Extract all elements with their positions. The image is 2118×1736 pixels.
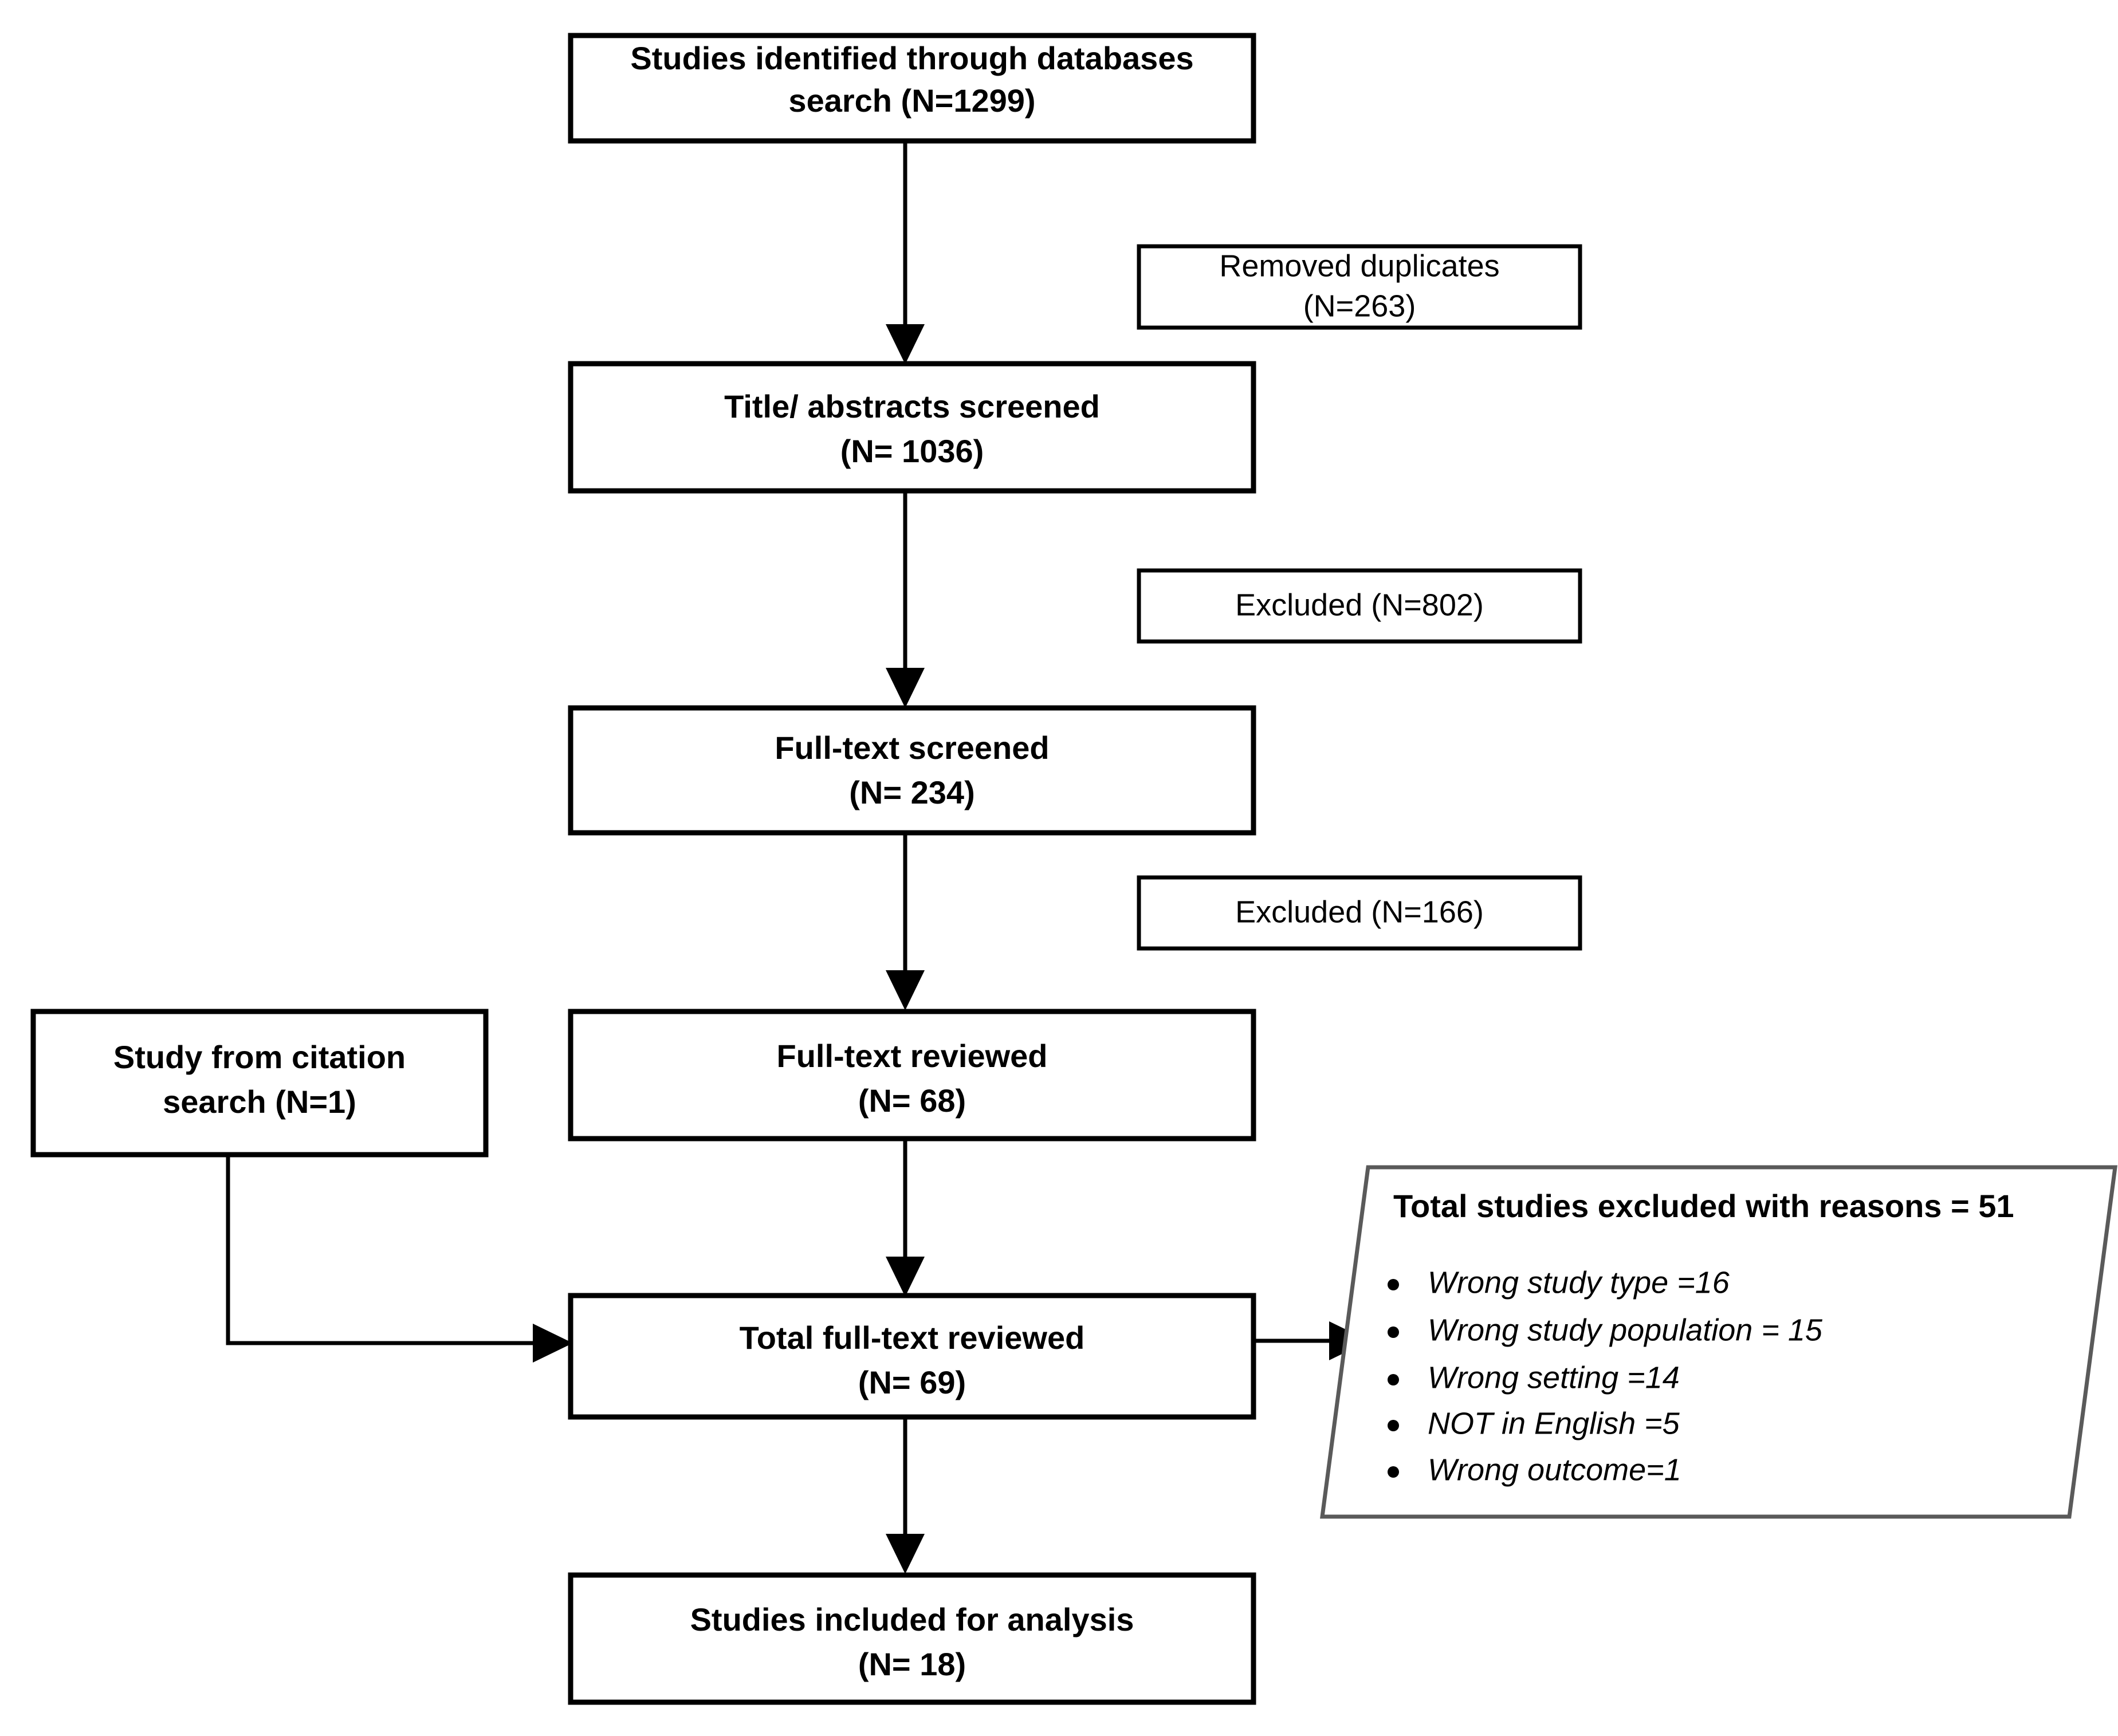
excluded-reason-label: Wrong outcome=1 xyxy=(1428,1452,1681,1487)
removed-duplicates-line2: (N=263) xyxy=(1303,289,1416,323)
connector-total-to-included xyxy=(886,1415,925,1574)
total-fulltext-line1: Total full-text reviewed xyxy=(740,1320,1085,1356)
excluded-reason-item: NOT in English =5 xyxy=(1388,1406,1680,1440)
bullet-dot-icon xyxy=(1388,1374,1399,1385)
excluded-reasons-heading: Total studies excluded with reasons = 51 xyxy=(1393,1188,2014,1224)
excluded-reason-item: Wrong study type =16 xyxy=(1388,1265,1730,1300)
studies-identified-line1: Studies identified through databases xyxy=(630,40,1193,76)
fulltext-reviewed-line2: (N= 68) xyxy=(858,1082,966,1119)
title-abstracts-line1: Title/ abstracts screened xyxy=(724,388,1100,424)
node-citation-search[interactable]: Study from citation search (N=1) xyxy=(30,1009,489,1158)
excluded-reason-label: Wrong setting =14 xyxy=(1428,1360,1680,1395)
node-total-fulltext-reviewed[interactable]: Total full-text reviewed (N= 69) xyxy=(568,1293,1256,1420)
node-excluded-802[interactable]: Excluded (N=802) xyxy=(1137,568,1582,644)
removed-duplicates-line1: Removed duplicates xyxy=(1219,249,1499,283)
excluded-802-label: Excluded (N=802) xyxy=(1235,588,1484,622)
bullet-dot-icon xyxy=(1388,1326,1399,1338)
title-abstracts-line2: (N= 1036) xyxy=(840,433,984,469)
excluded-reason-label: NOT in English =5 xyxy=(1428,1406,1680,1440)
node-excluded-166[interactable]: Excluded (N=166) xyxy=(1137,875,1582,951)
connector-identified-to-screened xyxy=(886,142,925,364)
bullet-dot-icon xyxy=(1388,1279,1399,1290)
excluded-reason-item: Wrong study population = 15 xyxy=(1388,1313,1823,1347)
connector-screened-to-fulltext-screened xyxy=(886,491,925,708)
node-removed-duplicates[interactable]: Removed duplicates (N=263) xyxy=(1137,244,1582,330)
excluded-reason-item: Wrong outcome=1 xyxy=(1388,1452,1681,1487)
bullet-dot-icon xyxy=(1388,1420,1399,1431)
excluded-reason-label: Wrong study population = 15 xyxy=(1428,1313,1823,1347)
citation-search-line2: search (N=1) xyxy=(163,1084,356,1120)
fulltext-screened-line2: (N= 234) xyxy=(849,774,974,810)
connector-fulltext-screened-to-reviewed xyxy=(886,830,925,1010)
citation-search-line1: Study from citation xyxy=(113,1039,406,1075)
bullet-dot-icon xyxy=(1388,1466,1399,1478)
node-title-abstracts-screened[interactable]: Title/ abstracts screened (N= 1036) xyxy=(568,361,1256,494)
node-excluded-with-reasons[interactable]: Total studies excluded with reasons = 51… xyxy=(1320,1165,2117,1519)
studies-included-line1: Studies included for analysis xyxy=(690,1601,1134,1637)
node-fulltext-reviewed[interactable]: Full-text reviewed (N= 68) xyxy=(568,1009,1256,1141)
excluded-166-label: Excluded (N=166) xyxy=(1235,895,1484,929)
connector-citation-to-total xyxy=(226,1154,573,1363)
fulltext-reviewed-line1: Full-text reviewed xyxy=(776,1038,1047,1074)
node-studies-identified[interactable]: Studies identified through databases sea… xyxy=(568,33,1256,144)
studies-identified-line2: search (N=1299) xyxy=(788,82,1035,119)
studies-included-line2: (N= 18) xyxy=(858,1646,966,1682)
connector-reviewed-to-total xyxy=(886,1134,925,1297)
excluded-reason-label: Wrong study type =16 xyxy=(1428,1265,1730,1300)
total-fulltext-line2: (N= 69) xyxy=(858,1364,966,1400)
fulltext-screened-line1: Full-text screened xyxy=(775,730,1049,766)
node-fulltext-screened[interactable]: Full-text screened (N= 234) xyxy=(568,705,1256,836)
excluded-reason-item: Wrong setting =14 xyxy=(1388,1360,1680,1395)
node-studies-included[interactable]: Studies included for analysis (N= 18) xyxy=(568,1572,1256,1705)
